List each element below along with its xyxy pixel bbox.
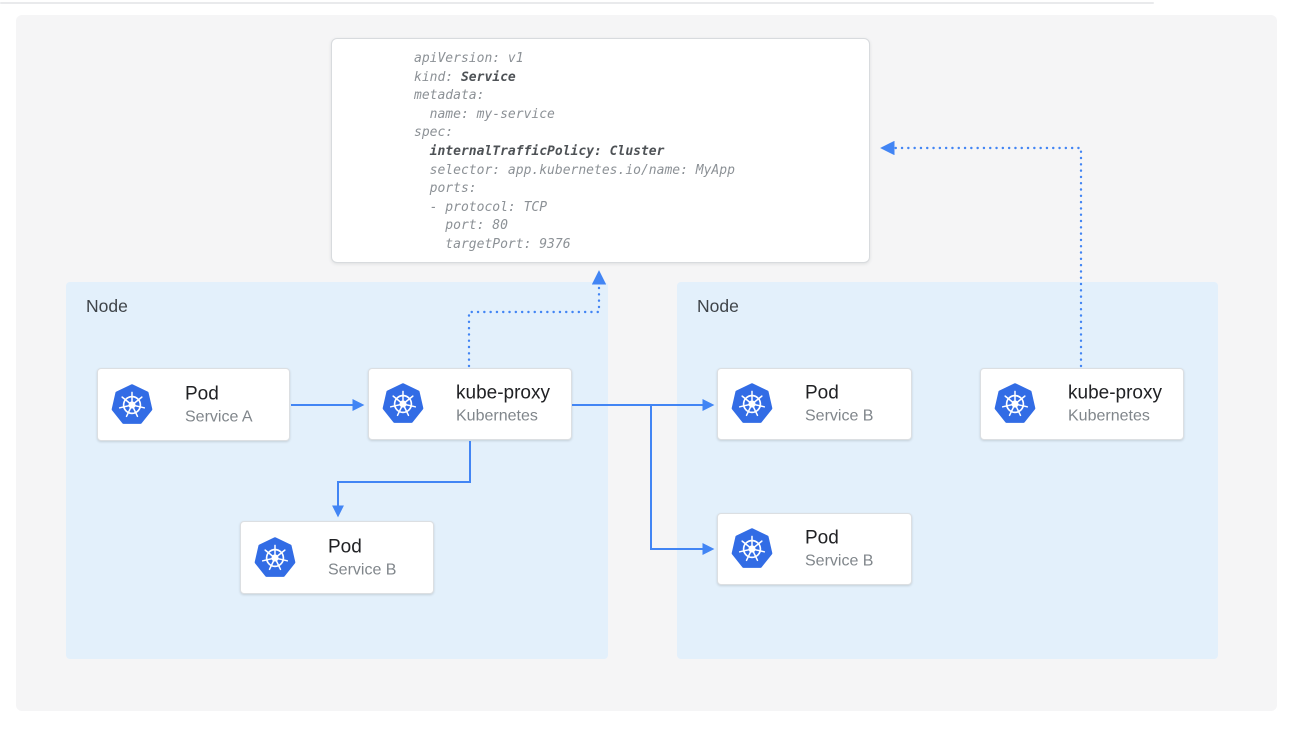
kubernetes-icon [731, 383, 773, 425]
card-subtitle: Service B [328, 561, 397, 578]
yaml-line: ports: [414, 181, 477, 197]
node-box-2: Node [677, 282, 1218, 659]
card-subtitle: Kubernetes [456, 407, 538, 425]
yaml-line: spec: [414, 125, 454, 141]
node-box-1: Node [66, 282, 608, 659]
yaml-line: targetPort: 9376 [414, 236, 571, 252]
kubernetes-icon [994, 383, 1036, 425]
kubernetes-icon [111, 384, 153, 426]
pod-card-service-b2-node2: Pod Service B [717, 513, 912, 585]
yaml-line: name: my-service [414, 106, 555, 122]
card-subtitle: Service B [805, 552, 874, 570]
card-title: Pod [805, 382, 839, 404]
card-title: Pod [328, 536, 362, 557]
yaml-line: - protocol: TCP [414, 199, 548, 215]
yaml-line: kind: Service [414, 69, 516, 85]
kubernetes-icon [254, 537, 296, 579]
top-divider [0, 2, 1154, 4]
yaml-code: apiVersion: v1 kind: Service metadata: nam… [414, 50, 869, 255]
service-yaml-panel: apiVersion: v1 kind: Service metadata: nam… [331, 38, 870, 263]
kube-proxy-card-node1: kube-proxy Kubernetes [368, 368, 572, 440]
card-subtitle: Kubernetes [1068, 407, 1150, 425]
pod-card-service-b-node1: Pod Service B [240, 521, 434, 594]
yaml-line: port: 80 [414, 218, 508, 234]
card-title: Pod [185, 383, 219, 404]
kube-proxy-card-node2: kube-proxy Kubernetes [980, 368, 1184, 440]
yaml-line: apiVersion: v1 [414, 51, 524, 66]
yaml-line: internalTrafficPolicy: Cluster [429, 143, 665, 159]
kubernetes-icon [382, 383, 424, 425]
card-title: Pod [805, 527, 839, 549]
node-2-label: Node [697, 296, 739, 316]
yaml-line: selector: app.kubernetes.io/name: MyApp [414, 162, 735, 178]
node-1-label: Node [86, 296, 128, 316]
pod-card-service-a: Pod Service A [97, 368, 290, 441]
kubernetes-icon [731, 528, 773, 570]
card-title: kube-proxy [1068, 382, 1162, 404]
card-subtitle: Service A [185, 408, 253, 425]
card-subtitle: Service B [805, 407, 874, 425]
pod-card-service-b1-node2: Pod Service B [717, 368, 912, 440]
card-title: kube-proxy [456, 382, 550, 404]
yaml-line: metadata: [414, 88, 485, 104]
